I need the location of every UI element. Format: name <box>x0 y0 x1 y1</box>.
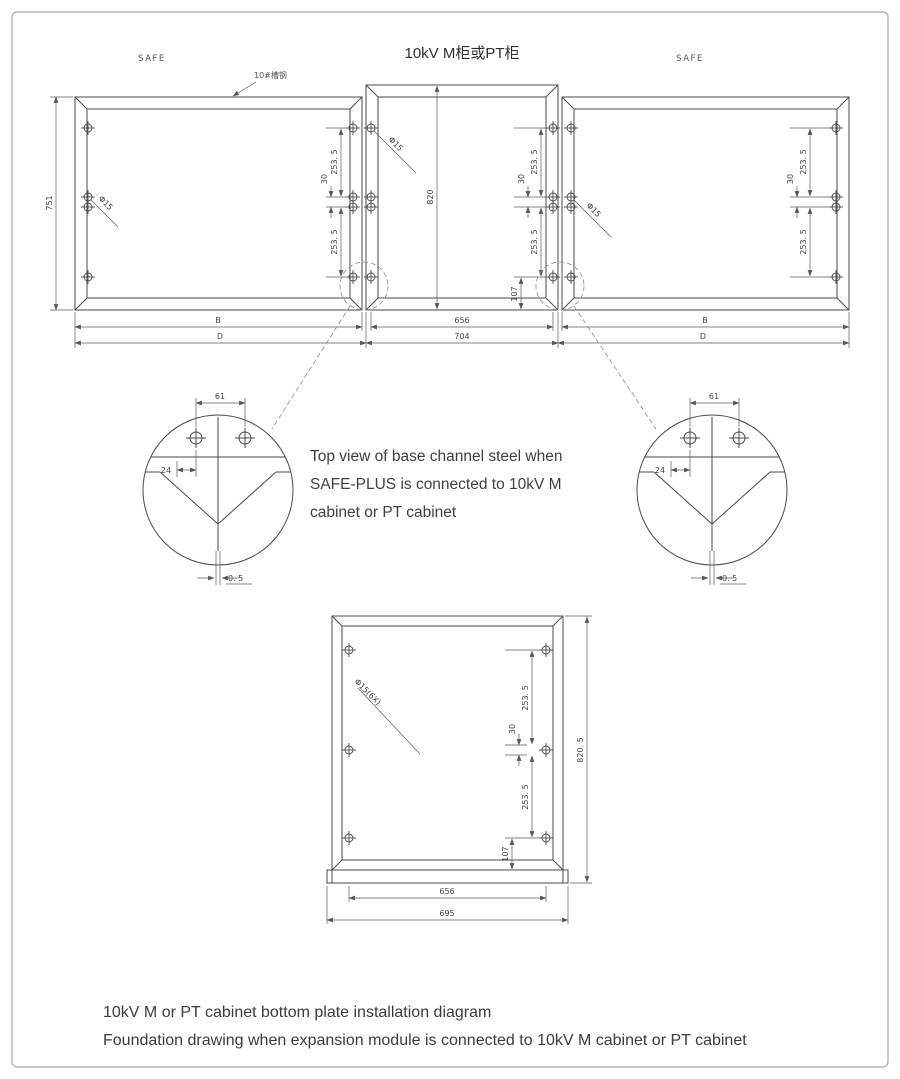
dim-695: 695 <box>439 909 454 918</box>
dim-704: 704 <box>454 332 469 341</box>
svg-text:253. 5: 253. 5 <box>530 229 539 254</box>
svg-text:30: 30 <box>508 724 517 734</box>
dim-0_5-right: 0. 5 <box>722 574 737 583</box>
svg-text:30: 30 <box>786 174 795 184</box>
channel-note-label: 10#槽钢 <box>254 70 287 80</box>
dim-0_5-left: 0. 5 <box>228 574 243 583</box>
caption-line1: 10kV M or PT cabinet bottom plate instal… <box>103 1004 491 1021</box>
detail-note: Top view of base channel steel when SAFE… <box>310 448 562 521</box>
dim-widths: B 656 B D 704 D <box>74 312 850 348</box>
dim-751: 751 <box>45 96 73 311</box>
svg-text:253. 5: 253. 5 <box>521 784 530 809</box>
svg-text:253. 5: 253. 5 <box>530 149 539 174</box>
dim-61-left: 61 <box>215 392 225 401</box>
captions: 10kV M or PT cabinet bottom plate instal… <box>103 1004 747 1049</box>
dim-656-bottom: 656 <box>439 887 454 896</box>
dim-stack-left: 253. 5 30 253. 5 <box>320 127 348 278</box>
svg-text:253. 5: 253. 5 <box>799 149 808 174</box>
detail-note-line3: cabinet or PT cabinet <box>310 504 457 521</box>
detail-note-line2: SAFE-PLUS is connected to 10kV M <box>310 476 562 493</box>
dim-24-right: 24 <box>655 466 665 475</box>
dim-D-left: D <box>217 332 223 341</box>
dim-B-right: B <box>702 316 708 325</box>
bottom-plate-drawing: Φ15(6X) 253. 5 30 253. 5 107 820. 5 <box>326 615 592 924</box>
detail-view-right: 61 24 0. 5 <box>636 392 788 585</box>
dim-656: 656 <box>454 316 469 325</box>
svg-text:751: 751 <box>45 195 54 210</box>
svg-text:820: 820 <box>426 189 435 204</box>
top-assembly-drawing: 751 820 253. 5 30 253. 5 253. 5 <box>45 84 850 430</box>
svg-text:30: 30 <box>517 174 526 184</box>
dim-stack-center: 253. 5 30 253. 5 107 <box>510 127 548 310</box>
detail-indicators <box>271 261 657 430</box>
svg-text:253. 5: 253. 5 <box>799 229 808 254</box>
drawing-title: 10kV M柜或PT柜 <box>404 45 519 62</box>
caption-line2: Foundation drawing when expansion module… <box>103 1032 747 1049</box>
dim-D-right: D <box>700 332 706 341</box>
svg-text:253. 5: 253. 5 <box>330 149 339 174</box>
safe-label-left: SAFE <box>138 54 166 64</box>
svg-text:253. 5: 253. 5 <box>521 685 530 710</box>
dim-B-left: B <box>215 316 221 325</box>
svg-text:820. 5: 820. 5 <box>576 737 585 762</box>
safe-label-right: SAFE <box>676 54 704 64</box>
channel-steel-callout: 10#槽钢 <box>232 70 287 97</box>
bottom-dim-stack: 253. 5 30 253. 5 107 <box>501 649 541 870</box>
dim-61-right: 61 <box>709 392 719 401</box>
page-border <box>11 11 889 1068</box>
bottom-width-dims: 656 695 <box>326 886 569 924</box>
dim-820: 820 <box>426 85 440 310</box>
dim-820-5: 820. 5 <box>565 615 592 884</box>
center-cabinet <box>365 84 559 311</box>
svg-text:253. 5: 253. 5 <box>330 229 339 254</box>
svg-text:107: 107 <box>501 846 510 861</box>
svg-text:107: 107 <box>510 286 519 301</box>
detail-note-line1: Top view of base channel steel when <box>310 448 562 465</box>
svg-text:30: 30 <box>320 174 329 184</box>
dim-24-left: 24 <box>161 466 171 475</box>
dim-stack-right: 30 253. 5 253. 5 <box>786 127 831 278</box>
detail-view-left: 61 24 0. 5 <box>142 392 294 585</box>
